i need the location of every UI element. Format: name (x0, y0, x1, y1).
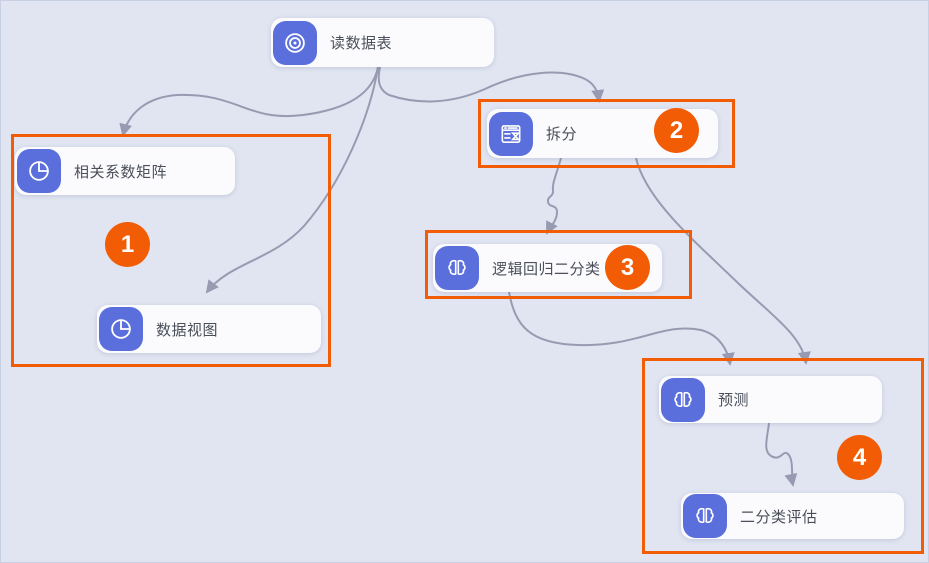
node-binary-eval[interactable]: 二分类评估 (681, 493, 904, 539)
edge-predict-binaryeval (765, 422, 798, 487)
edge-readtable-dataview (205, 66, 379, 294)
step-badge-3: 3 (605, 245, 650, 290)
target-icon (273, 20, 317, 65)
node-data-view[interactable]: 数据视图 (97, 305, 321, 353)
node-label: 相关系数矩阵 (74, 163, 168, 181)
annotation-box-1 (11, 134, 331, 367)
step-badge-4: 4 (837, 435, 882, 480)
pie-chart-icon (17, 149, 61, 193)
split-table-icon (489, 111, 533, 156)
edge-readtable-split (377, 66, 605, 103)
annotation-box-3 (425, 230, 692, 299)
edge-split-predict (635, 157, 811, 365)
annotation-box-2 (478, 99, 735, 168)
brain-icon (661, 377, 705, 422)
node-label: 预测 (718, 392, 750, 409)
node-label: 拆分 (546, 126, 578, 143)
edge-logistic-predict (508, 291, 735, 366)
node-predict[interactable]: 预测 (659, 376, 882, 423)
node-label: 二分类评估 (740, 508, 818, 526)
node-label: 逻辑回归二分类 (492, 260, 601, 278)
node-corr-matrix[interactable]: 相关系数矩阵 (15, 147, 235, 195)
brain-icon (683, 494, 727, 538)
node-label: 数据视图 (156, 321, 219, 339)
node-read-table[interactable]: 读数据表 (271, 18, 494, 67)
node-label: 读数据表 (330, 35, 393, 52)
annotation-box-4 (642, 358, 924, 554)
edge-readtable-corrmatrix (119, 66, 379, 137)
brain-icon (435, 246, 479, 290)
edge-split-logistic (546, 157, 562, 235)
pie-chart-icon (99, 307, 143, 351)
step-badge-2: 2 (654, 108, 699, 153)
step-badge-1: 1 (105, 222, 150, 267)
